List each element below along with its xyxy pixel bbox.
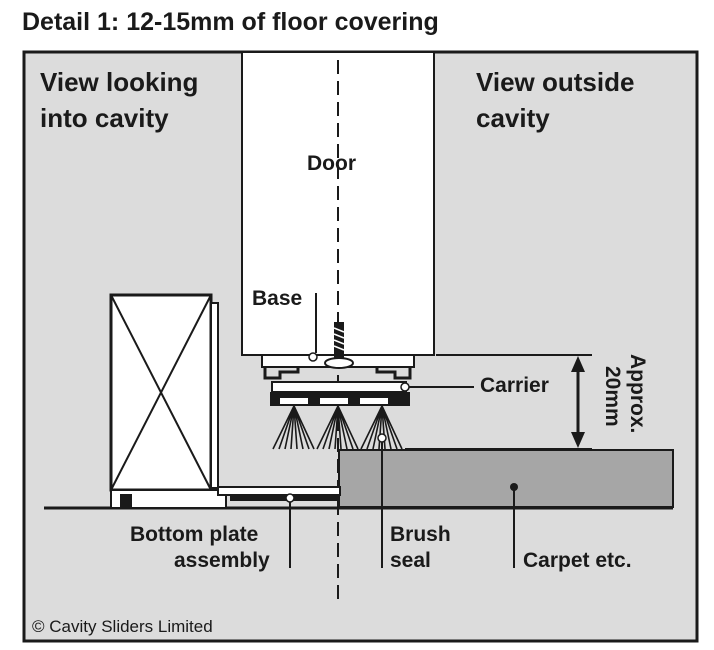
gap-dimension-text: Approx. 20mm bbox=[601, 354, 649, 433]
view-left-line1: View looking bbox=[40, 67, 198, 97]
carpet-block bbox=[338, 449, 674, 508]
carrier bbox=[270, 381, 410, 406]
carpet-label: Carpet etc. bbox=[523, 549, 632, 572]
view-right-line1: View outside bbox=[476, 67, 634, 97]
door-label: Door bbox=[307, 152, 356, 175]
base-channel bbox=[261, 354, 415, 380]
screw bbox=[308, 322, 354, 369]
carrier-label: Carrier bbox=[480, 374, 549, 397]
cavity-jamb bbox=[109, 293, 227, 509]
gap-dimension bbox=[405, 354, 592, 450]
gap-label-line1: Approx. bbox=[626, 354, 649, 433]
bottom-plate-track bbox=[217, 486, 341, 503]
bottom-plate-label-line1: Bottom plate bbox=[130, 523, 258, 546]
diagram-title: Detail 1: 12-15mm of floor covering bbox=[22, 8, 439, 36]
brush-seal-label-line1: Brush bbox=[390, 523, 451, 546]
base-label: Base bbox=[252, 287, 302, 310]
brush-seal-label-line2: seal bbox=[390, 549, 431, 572]
bottom-plate-label-line2: assembly bbox=[174, 549, 270, 572]
view-right-line2: cavity bbox=[476, 103, 550, 133]
view-left-line2: into cavity bbox=[40, 103, 169, 133]
gap-label-line2: 20mm bbox=[601, 366, 624, 427]
copyright-text: © Cavity Sliders Limited bbox=[32, 617, 213, 636]
